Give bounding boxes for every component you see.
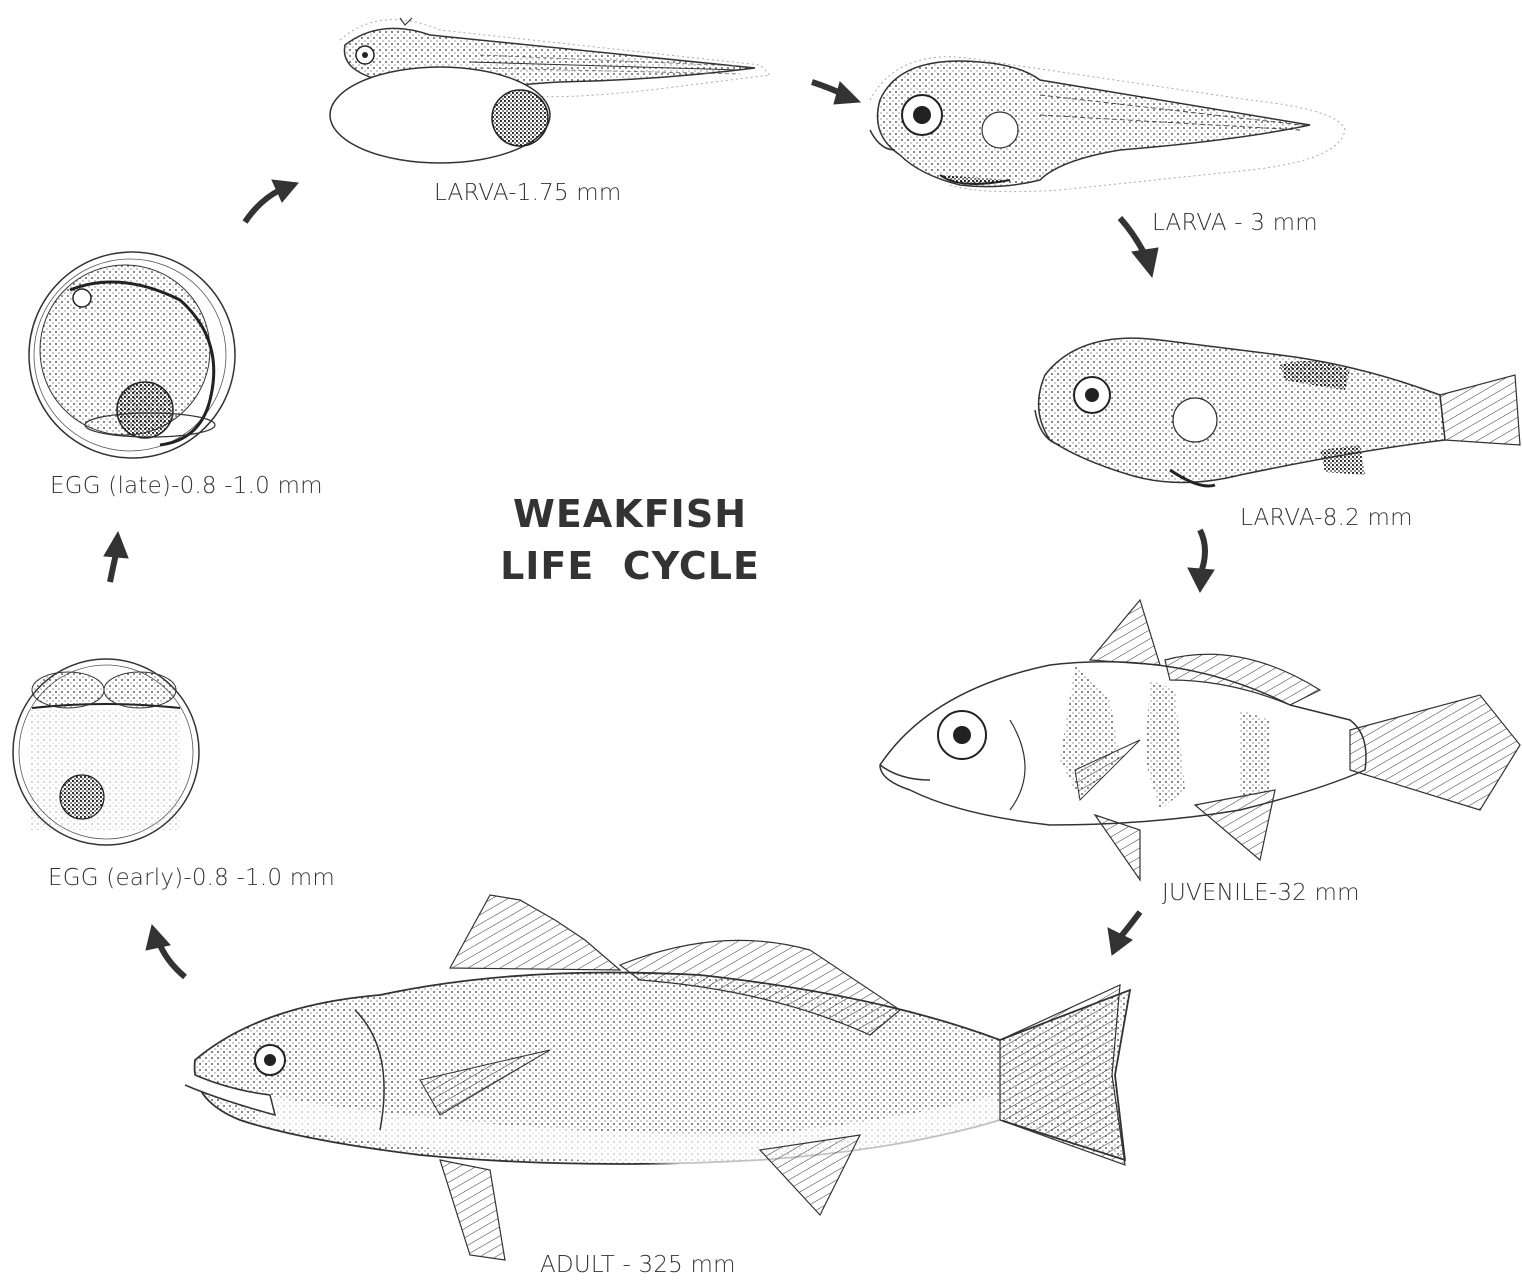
title-line-1: WEAKFISH <box>470 488 790 540</box>
arrow-egg-late-to-larva-1-75 <box>245 190 280 222</box>
arrow-adult-to-egg-early-head <box>146 925 170 950</box>
label-larva-8-2mm: LARVA-8.2 mm <box>1240 505 1413 531</box>
egg-late-illustration <box>29 252 235 458</box>
arrow-larva-8-2-to-juvenile <box>1200 530 1205 575</box>
larva-1-75mm-illustration <box>330 18 770 163</box>
label-adult-325mm: ADULT - 325 mm <box>540 1252 736 1278</box>
label-larva-3mm: LARVA - 3 mm <box>1152 210 1318 236</box>
arrow-larva-8-2-to-juvenile-head <box>1188 568 1214 592</box>
label-juvenile-32mm: JUVENILE-32 mm <box>1162 880 1360 906</box>
diagram-title: WEAKFISH LIFE CYCLE <box>470 488 790 592</box>
label-egg-late: EGG (late)-0.8 -1.0 mm <box>50 473 323 499</box>
arrow-larva-3-to-larva-8-2 <box>1120 218 1145 255</box>
juvenile-32mm-illustration <box>880 600 1520 880</box>
arrow-juvenile-to-adult-head <box>1108 928 1132 955</box>
arrow-larva-3-to-larva-8-2-head <box>1132 248 1158 277</box>
egg-early-illustration <box>13 659 199 845</box>
title-line-2: LIFE CYCLE <box>470 540 790 592</box>
arrow-larva-1-75-to-larva-3-head <box>834 82 860 104</box>
label-larva-1-75mm: LARVA-1.75 mm <box>434 180 622 206</box>
larva-8-2mm-illustration <box>1035 338 1520 486</box>
arrow-egg-early-to-egg-late-head <box>104 532 128 558</box>
label-egg-early: EGG (early)-0.8 -1.0 mm <box>48 865 335 891</box>
larva-3mm-illustration <box>870 57 1345 192</box>
adult-325mm-illustration <box>185 895 1130 1260</box>
